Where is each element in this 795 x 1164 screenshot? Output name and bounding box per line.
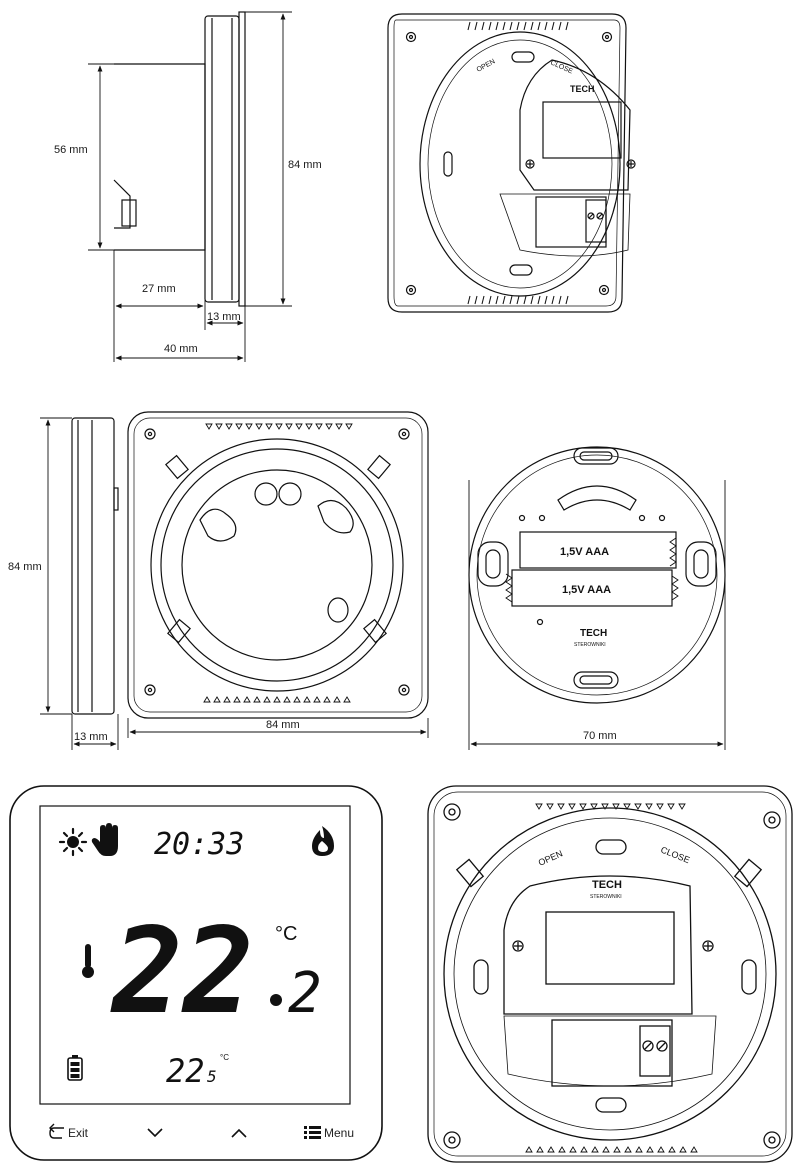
label-close: CLOSE: [659, 845, 691, 866]
back-perspective-view: [387, 13, 636, 313]
setpoint-decimal: 5: [207, 1067, 217, 1086]
thermometer-icon: [82, 944, 94, 978]
square-plate-dimension: [127, 718, 429, 738]
decimal-point: [270, 994, 282, 1006]
dim-thickness: 13 mm: [74, 731, 108, 743]
setpoint-unit: °C: [220, 1053, 229, 1062]
clock-display: 20:33: [154, 827, 244, 862]
dim-total-height: 84 mm: [288, 159, 322, 171]
round-base-dimension: [468, 480, 726, 750]
side-view-thin-dimensions: [40, 417, 119, 750]
back-vent-slots-bottom: [467, 295, 569, 305]
lcd-display: [39, 805, 351, 1105]
menu-label: Menu: [324, 1126, 354, 1140]
side-view-thin: [71, 417, 119, 715]
battery-label-top: 1,5V AAA: [560, 546, 609, 558]
dim-side-height: 56 mm: [54, 144, 88, 156]
temperature-unit: °C: [275, 923, 297, 945]
temperature-main: 22: [110, 902, 254, 1040]
label-open: OPEN: [537, 848, 564, 868]
brand-logo-perspective: TECH: [570, 84, 595, 94]
back-vent-slots-top: [467, 21, 569, 31]
menu-button[interactable]: Menu: [304, 1126, 354, 1140]
dim-depth-back: 27 mm: [142, 283, 176, 295]
thermostat-front: [9, 785, 383, 1161]
hand-manual-icon: [91, 823, 118, 856]
battery-icon: [67, 1055, 83, 1081]
back-arrow-icon: [49, 1123, 64, 1139]
flame-icon: [312, 826, 334, 856]
dim-width-square: 84 mm: [266, 719, 300, 731]
exit-button[interactable]: Exit: [49, 1123, 89, 1140]
back-plate-vents: [525, 803, 698, 1153]
chevron-up-icon[interactable]: [231, 1128, 247, 1138]
brand-sub-back: STEROWNIKI: [590, 894, 622, 900]
brand-logo-round: TECH: [580, 628, 607, 639]
temperature-decimal: 2: [288, 961, 322, 1026]
sun-icon: [58, 827, 88, 857]
exit-label: Exit: [68, 1126, 89, 1140]
side-profile-view: [113, 11, 246, 307]
dim-depth-total: 40 mm: [164, 343, 198, 355]
dim-depth-front: 13 mm: [207, 311, 241, 323]
label-open-perspective: OPEN: [476, 58, 497, 73]
brand-sub-round: STEROWNIKI: [574, 642, 606, 648]
side-profile-dimensions: [88, 11, 292, 362]
dim-height-left: 84 mm: [8, 561, 42, 573]
chevron-down-icon[interactable]: [147, 1128, 163, 1138]
menu-list-icon: [304, 1126, 321, 1139]
brand-logo-back: TECH: [592, 879, 622, 891]
back-plate-mounted: [427, 785, 793, 1163]
square-plate-vents: [203, 423, 353, 703]
setpoint-main: 22: [166, 1052, 205, 1090]
dim-width-round: 70 mm: [583, 730, 617, 742]
round-battery-base: [468, 446, 726, 704]
square-back-plate: [127, 411, 429, 719]
battery-label-bottom: 1,5V AAA: [562, 584, 611, 596]
